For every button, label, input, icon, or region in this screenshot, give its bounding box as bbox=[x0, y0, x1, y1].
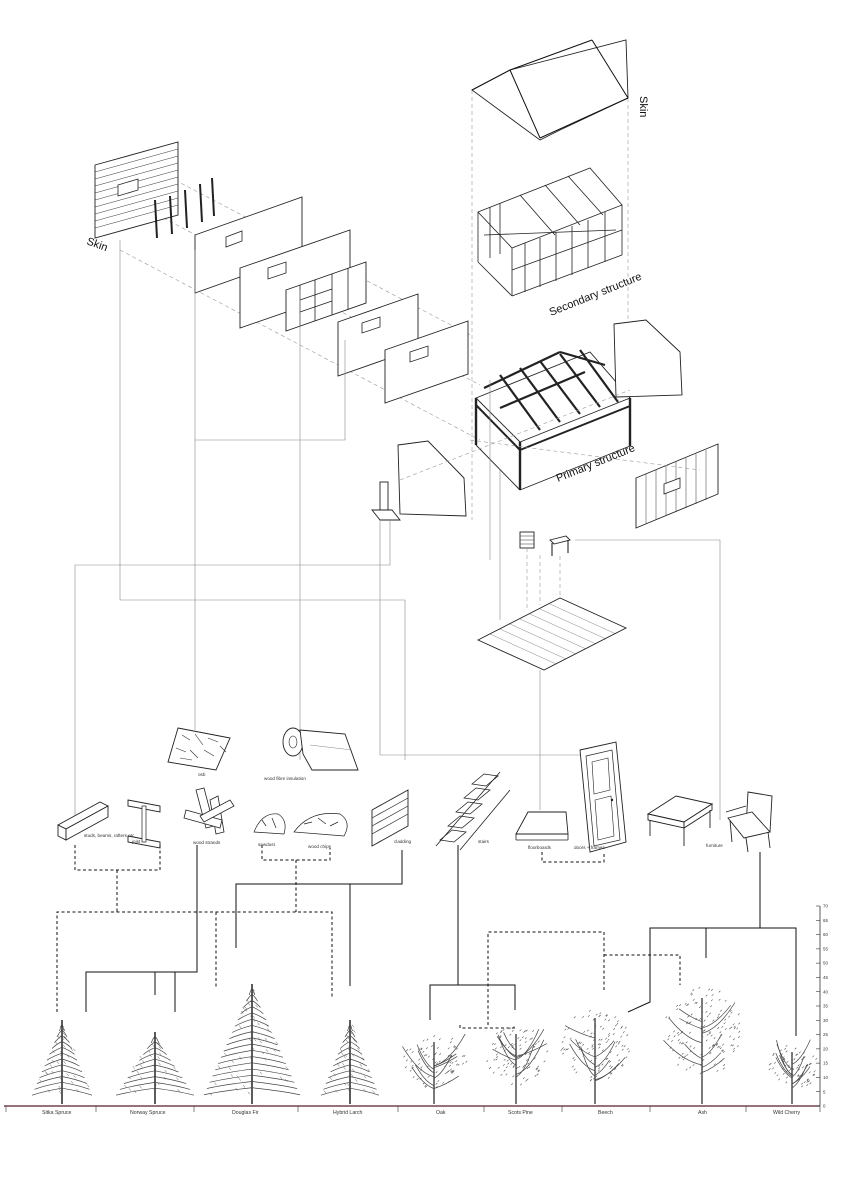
tree-hybrid-larch bbox=[320, 1020, 380, 1104]
tree-label: Hybrid Larch bbox=[333, 1110, 363, 1116]
entrance-step bbox=[371, 481, 401, 521]
tree-wild-cherry bbox=[768, 1039, 818, 1104]
wood-fibre-insulation-label: wood fibre insulation bbox=[264, 776, 306, 781]
skin-label-right: Skin bbox=[637, 96, 649, 117]
floorboards-label: floorboards bbox=[528, 845, 552, 850]
battens bbox=[154, 177, 215, 239]
tree-douglas-fir bbox=[203, 984, 301, 1104]
primary-structure bbox=[474, 349, 632, 491]
inner-board-2 bbox=[384, 320, 469, 404]
scale-tick-label: 40 bbox=[823, 989, 828, 994]
sawdust-pile bbox=[253, 813, 286, 835]
sawdust-label: sawdust bbox=[258, 842, 276, 847]
gable-wall-left bbox=[397, 440, 467, 517]
wood-chips-pile bbox=[293, 813, 348, 837]
osb-board bbox=[167, 727, 231, 771]
skin-label-left: Skin bbox=[85, 236, 109, 255]
tree-label: Oak bbox=[436, 1110, 446, 1116]
tree-labels: Sitka Spruce Norway Spruce Douglas Fir Hybr… bbox=[42, 1110, 800, 1116]
furniture-label: furniture bbox=[706, 843, 723, 848]
primary-structure-label: Primary structure bbox=[555, 442, 637, 484]
tree-norway-spruce bbox=[115, 1032, 195, 1104]
tree-oak bbox=[402, 1033, 468, 1104]
joist bbox=[127, 799, 161, 849]
joist-label: joist bbox=[131, 839, 141, 844]
secondary-structure-label: Secondary structure bbox=[548, 271, 644, 319]
floorboards bbox=[515, 811, 569, 841]
roof-skin: Skin bbox=[471, 39, 649, 520]
tree-label: Beech bbox=[598, 1110, 613, 1116]
tree-label: Scots Pine bbox=[508, 1110, 533, 1116]
scale-tick-label: 50 bbox=[823, 961, 828, 966]
table-icon bbox=[549, 535, 571, 556]
stairs-label: stairs bbox=[478, 839, 490, 844]
tree-ash bbox=[663, 986, 741, 1104]
gable-wall-right bbox=[613, 319, 683, 398]
scale-tick-label: 55 bbox=[823, 946, 828, 951]
tree-label: Douglas Fir bbox=[232, 1110, 259, 1116]
coffee-table bbox=[646, 795, 714, 846]
tree-label: Sitka Spruce bbox=[42, 1110, 72, 1116]
scale-tick-label: 65 bbox=[823, 918, 828, 923]
osb-label: osb bbox=[198, 772, 206, 777]
doors-frames-label: doors + frames bbox=[574, 845, 605, 850]
ground-ticks bbox=[5, 1106, 821, 1112]
scale-tick-label: 0 bbox=[823, 1104, 826, 1109]
tree-sitka-spruce bbox=[31, 1020, 93, 1104]
trees bbox=[31, 984, 818, 1104]
skin-cladding-panel bbox=[94, 141, 179, 239]
secondary-structure bbox=[477, 167, 623, 297]
scale-tick-label: 15 bbox=[823, 1061, 828, 1066]
insulation-roll bbox=[282, 727, 359, 771]
connector-lines bbox=[74, 240, 721, 820]
door bbox=[579, 741, 627, 853]
timber-products: osb wood fibre insulation studs, beams, … bbox=[57, 727, 773, 853]
cladding-label: cladding bbox=[394, 839, 412, 844]
wall-layers-assembly: Skin bbox=[85, 141, 481, 441]
scale-tick-label: 45 bbox=[823, 975, 828, 980]
scale-tick-label: 60 bbox=[823, 932, 828, 937]
scale-tick-label: 5 bbox=[823, 1089, 826, 1094]
scale-tick-label: 20 bbox=[823, 1046, 828, 1051]
studs-beams bbox=[57, 801, 109, 841]
armchair bbox=[725, 791, 773, 853]
tree-label: Wild Cherry bbox=[773, 1110, 800, 1116]
scale-tick-label: 35 bbox=[823, 1004, 828, 1009]
stairs bbox=[435, 771, 511, 851]
scale-tick-label: 30 bbox=[823, 1018, 828, 1023]
scale-tick-label: 25 bbox=[823, 1032, 828, 1037]
wood-chips-label: wood chips bbox=[308, 844, 332, 849]
tree-beech bbox=[560, 1009, 631, 1104]
tree-label: Ash bbox=[698, 1110, 707, 1116]
tree-scots-pine bbox=[486, 1025, 549, 1104]
cabinet-icon bbox=[519, 531, 535, 549]
cladding-panel-right bbox=[635, 443, 719, 529]
tree-label: Norway Spruce bbox=[130, 1110, 166, 1116]
scale-tick-label: 10 bbox=[823, 1075, 828, 1080]
cladding-boards bbox=[371, 789, 409, 847]
floor-plate bbox=[476, 597, 628, 671]
wood-strands bbox=[183, 787, 235, 835]
wood-strands-label: wood strands bbox=[193, 840, 221, 845]
studs-beams-rafters-label: studs, beams, rafters etc bbox=[84, 833, 135, 838]
scale-tick-label: 70 bbox=[823, 904, 828, 909]
tree-product-links bbox=[56, 845, 797, 1036]
